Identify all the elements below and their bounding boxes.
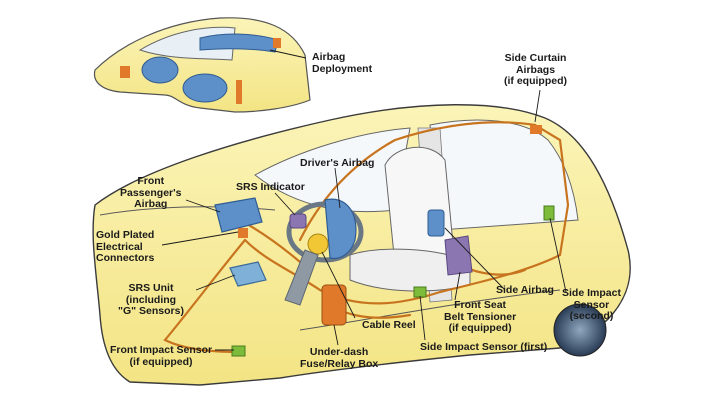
front-seat (349, 146, 471, 292)
steering-column (284, 249, 319, 306)
label-front-seat-belt-tensioner: Front Seat Belt Tensioner (if equipped) (444, 299, 517, 334)
main-car (92, 104, 631, 386)
srs-indicator (289, 213, 307, 229)
leader-lines (161, 49, 567, 351)
gold-connector (238, 228, 248, 238)
inset-connector-2 (273, 38, 281, 48)
leader-side-curtain (534, 89, 541, 123)
leader-tensioner (454, 271, 461, 301)
leader-cable-reel (321, 251, 356, 319)
inset-roof-curtain (199, 33, 279, 53)
components (214, 125, 555, 357)
label-front-impact-sensor: Front Impact Sensor (if equipped) (110, 344, 213, 368)
label-srs-unit: SRS Unit (including "G" Sensors) (118, 282, 184, 317)
leader-drivers-airbag (334, 167, 341, 209)
leader-airbag-deployment (269, 49, 307, 59)
leader-srs-unit (195, 274, 236, 291)
label-side-impact-sensor-second: Side Impact Sensor (second) (562, 287, 621, 322)
leader-connectors (161, 231, 239, 246)
leader-side-sensor-first (419, 295, 426, 341)
label-side-airbag: Side Airbag (496, 284, 554, 296)
inset-car (93, 17, 311, 113)
inset-connector-1 (120, 66, 130, 78)
cable-reel (307, 233, 329, 255)
label-gold-plated-connectors: Gold Plated Electrical Connectors (96, 229, 155, 264)
rear-wheel (553, 303, 607, 357)
belt-tensioner (444, 235, 473, 276)
wire-main-harness (243, 123, 570, 305)
inset-pillar-connector (236, 80, 242, 104)
label-cable-reel: Cable Reel (362, 319, 416, 331)
wire-front (163, 238, 247, 354)
side-impact-sensor-first (413, 286, 427, 298)
passenger-airbag (214, 197, 263, 233)
main-side-window (429, 119, 579, 231)
label-front-passenger-airbag: Front Passenger's Airbag (120, 175, 182, 210)
drivers-airbag (324, 198, 357, 260)
label-side-impact-sensor-first: Side Impact Sensor (first) (420, 341, 548, 353)
label-under-dash-box: Under-dash Fuse/Relay Box (300, 346, 379, 370)
side-impact-sensor-second (543, 205, 555, 221)
label-airbag-deployment: Airbag Deployment (312, 51, 373, 75)
leader-side-sensor-second (549, 217, 567, 293)
front-impact-sensor (231, 345, 246, 357)
label-srs-indicator: SRS Indicator (236, 181, 305, 193)
leader-passenger (185, 199, 221, 213)
inset-airbag-1 (141, 56, 179, 84)
fuse-relay-box (321, 284, 347, 326)
leader-side-airbag (444, 227, 506, 291)
label-drivers-airbag: Driver's Airbag (300, 157, 375, 169)
side-curtain-connector (530, 125, 542, 134)
inset-airbag-2 (182, 73, 228, 103)
label-side-curtain-airbags: Side Curtain Airbags (if equipped) (504, 52, 567, 87)
side-airbag (427, 209, 445, 237)
leader-srs-indicator (274, 192, 296, 216)
leader-fuse-box (333, 324, 339, 346)
srs-unit (229, 261, 267, 287)
